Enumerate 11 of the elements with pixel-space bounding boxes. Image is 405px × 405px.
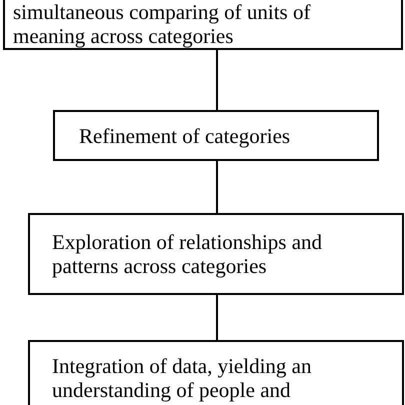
box-text: Integration of data, yielding an understanding of people and	[52, 354, 312, 402]
connector-line	[216, 50, 218, 110]
connector-line	[216, 161, 218, 213]
process-box	[28, 213, 404, 295]
process-box	[28, 340, 404, 405]
box-text: simultaneous comparing of units of meaning across categories	[13, 0, 312, 48]
connector-line	[216, 295, 218, 340]
process-box	[3, 0, 403, 50]
box-text: Exploration of relationships and patterns across categories	[52, 230, 324, 278]
box-text: Refinement of categories	[79, 124, 292, 148]
process-box	[53, 110, 379, 161]
